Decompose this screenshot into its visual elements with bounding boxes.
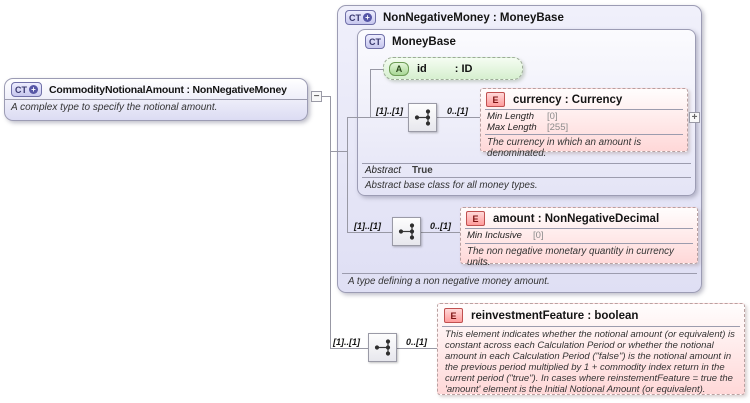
complex-type-commoditynotionalamount[interactable]: CT + CommodityNotionalAmount : NonNegati… xyxy=(4,78,308,121)
expand-icon[interactable]: + xyxy=(689,112,700,123)
facet-value: [0] xyxy=(533,230,544,241)
connector-line xyxy=(322,96,330,97)
connector-line xyxy=(330,151,347,152)
facet-max-length: Max Length [255] xyxy=(481,121,687,134)
cardinality-label: 0..[1] xyxy=(430,221,452,231)
element-badge: E xyxy=(466,211,485,226)
reinvestmentfeature-description: This element indicates whether the notio… xyxy=(445,329,735,395)
moneybase-title: MoneyBase xyxy=(392,35,456,48)
divider xyxy=(465,228,693,229)
reinvestmentfeature-header: E reinvestmentFeature : boolean xyxy=(438,304,744,326)
divider xyxy=(362,177,691,178)
complex-type-badge: CT + xyxy=(345,10,376,25)
cardinality-label: 0..[1] xyxy=(447,106,469,116)
cardinality-label: [1]..[1] xyxy=(354,221,381,231)
currency-description: The currency in which an amount is denom… xyxy=(487,137,642,159)
attribute-type: : ID xyxy=(454,62,473,75)
sequence-icon xyxy=(392,217,421,246)
root-title: CommodityNotionalAmount : NonNegativeMon… xyxy=(49,83,287,96)
cardinality-label: 0..[1] xyxy=(406,337,428,347)
divider xyxy=(485,134,683,135)
collapse-icon[interactable]: − xyxy=(311,91,322,102)
connector-line xyxy=(421,232,460,233)
amount-description: The non negative monetary quantity in cu… xyxy=(467,245,674,268)
abstract-value: True xyxy=(412,165,433,176)
divider xyxy=(485,109,683,110)
amount-header: E amount : NonNegativeDecimal xyxy=(461,208,697,228)
complex-type-badge: CT + xyxy=(11,82,42,97)
cardinality-label: [1]..[1] xyxy=(376,106,403,116)
badge-label: CT xyxy=(369,36,381,47)
abstract-label: Abstract xyxy=(365,165,401,176)
connector-line xyxy=(347,117,348,233)
nonnegativemoney-description: A type defining a non negative money amo… xyxy=(348,276,550,287)
sequence-icon xyxy=(408,103,437,132)
facet-label: Min Length xyxy=(487,111,535,122)
nonnegativemoney-footer: A type defining a non negative money amo… xyxy=(342,273,697,289)
moneybase-header: CT MoneyBase xyxy=(358,30,695,52)
element-amount[interactable]: E amount : NonNegativeDecimal Min Inclus… xyxy=(460,207,698,268)
attribute-badge: A xyxy=(389,61,409,76)
divider xyxy=(465,242,693,244)
divider xyxy=(362,163,691,164)
root-description: A complex type to specify the notional a… xyxy=(11,102,218,113)
facet-label: Min Inclusive xyxy=(467,230,522,241)
badge-label: CT xyxy=(349,12,361,23)
connector-line xyxy=(437,117,480,118)
plus-circle-icon: + xyxy=(29,85,38,94)
currency-header: E currency : Currency xyxy=(481,89,687,109)
divider xyxy=(442,326,740,327)
sequence-icon xyxy=(368,333,397,362)
facet-min-length: Min Length [0] xyxy=(481,111,687,123)
facet-label: Max Length xyxy=(487,121,537,133)
element-reinvestmentfeature[interactable]: E reinvestmentFeature : boolean This ele… xyxy=(437,303,745,395)
currency-title: currency : Currency xyxy=(513,93,623,106)
facet-value: [0] xyxy=(547,111,558,122)
connector-line xyxy=(397,348,437,349)
connector-line xyxy=(370,69,383,70)
nonnegativemoney-title: NonNegativeMoney : MoneyBase xyxy=(383,11,564,24)
moneybase-description: Abstract base class for all money types. xyxy=(365,180,538,191)
connector-line xyxy=(370,69,371,117)
connector-line xyxy=(347,232,392,233)
facet-value: [255] xyxy=(547,121,569,133)
nonnegativemoney-header: CT + NonNegativeMoney : MoneyBase xyxy=(338,6,701,28)
element-badge: E xyxy=(444,308,463,323)
element-badge: E xyxy=(486,92,505,107)
element-currency[interactable]: E currency : Currency Min Length [0] Max… xyxy=(480,88,688,159)
abstract-row: Abstract True xyxy=(362,164,691,177)
root-header: CT + CommodityNotionalAmount : NonNegati… xyxy=(5,79,307,100)
reinvestmentfeature-title: reinvestmentFeature : boolean xyxy=(471,309,639,322)
plus-circle-icon: + xyxy=(363,13,372,22)
cardinality-label: [1]..[1] xyxy=(333,337,360,347)
attribute-name: id xyxy=(417,62,427,75)
attribute-id[interactable]: A id : ID xyxy=(383,57,523,80)
connector-line xyxy=(330,348,368,349)
badge-label: CT xyxy=(15,84,27,95)
moneybase-footer: Abstract True Abstract base class for al… xyxy=(362,163,691,193)
complex-type-badge: CT xyxy=(365,34,385,49)
facet-min-inclusive: Min Inclusive [0] xyxy=(461,230,697,242)
connector-line xyxy=(347,117,408,118)
connector-line xyxy=(330,96,331,349)
amount-title: amount : NonNegativeDecimal xyxy=(493,212,660,225)
